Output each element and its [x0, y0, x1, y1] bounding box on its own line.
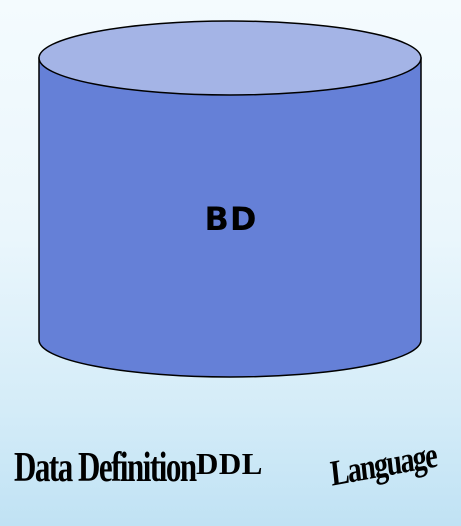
data-definition-text: Data Definition	[14, 443, 197, 491]
database-label: BD	[204, 200, 258, 238]
ddl-abbreviation: DDL	[196, 446, 263, 481]
cylinder-body	[38, 57, 422, 378]
cylinder-top	[38, 20, 422, 96]
